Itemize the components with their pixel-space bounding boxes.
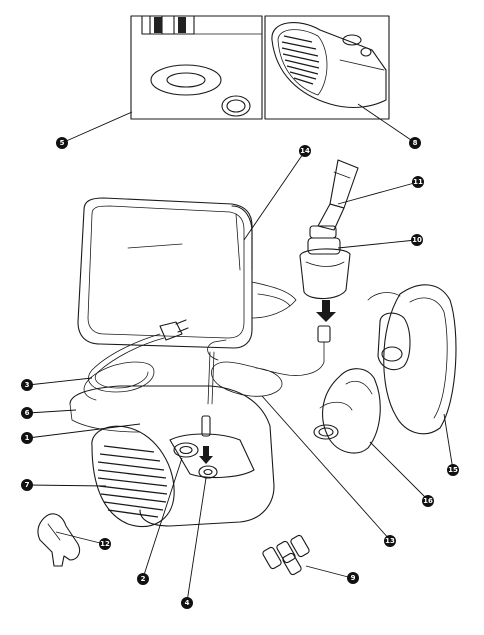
spare-filters xyxy=(262,534,310,576)
callout-5: 5 xyxy=(56,137,68,149)
carry-bag xyxy=(77,197,297,349)
callout-4: 4 xyxy=(181,597,193,609)
callout-13-label: 13 xyxy=(385,537,395,545)
callout-3-label: 3 xyxy=(25,381,30,389)
callout-16-label: 16 xyxy=(423,497,433,505)
callout-1: 1 xyxy=(21,432,33,444)
air-tube xyxy=(207,339,325,405)
leader-lines xyxy=(27,103,454,603)
callout-10-label: 10 xyxy=(412,236,422,244)
callout-14: 14 xyxy=(299,145,311,157)
callout-13: 13 xyxy=(384,535,396,547)
adult-mask xyxy=(367,284,457,435)
callout-8: 8 xyxy=(409,137,421,149)
callout-9-label: 9 xyxy=(351,574,356,582)
callout-2: 2 xyxy=(137,573,149,585)
callout-4-label: 4 xyxy=(185,599,190,607)
callout-1-label: 1 xyxy=(25,434,30,442)
inset-filter-cover xyxy=(264,15,390,120)
compressor-unit xyxy=(69,385,275,528)
inset-bottom-view xyxy=(130,15,263,120)
callout-11: 11 xyxy=(412,176,424,188)
callout-14-label: 14 xyxy=(300,147,310,155)
callout-9: 9 xyxy=(347,572,359,584)
callout-11-label: 11 xyxy=(413,178,423,186)
callout-5-label: 5 xyxy=(60,139,65,147)
callout-15-label: 15 xyxy=(448,466,458,474)
nebulizer-kit xyxy=(299,159,359,363)
callout-3: 3 xyxy=(21,379,33,391)
child-mask xyxy=(313,368,381,454)
callout-2-label: 2 xyxy=(141,575,146,583)
callout-12-label: 12 xyxy=(100,540,110,548)
callout-16: 16 xyxy=(422,495,434,507)
callout-15: 15 xyxy=(447,464,459,476)
nose-piece xyxy=(37,513,81,567)
callout-12: 12 xyxy=(99,538,111,550)
callout-10: 10 xyxy=(411,234,423,246)
callout-8-label: 8 xyxy=(413,139,418,147)
callout-7: 7 xyxy=(21,479,33,491)
callout-6-label: 6 xyxy=(25,409,30,417)
callout-6: 6 xyxy=(21,407,33,419)
callout-7-label: 7 xyxy=(25,481,30,489)
